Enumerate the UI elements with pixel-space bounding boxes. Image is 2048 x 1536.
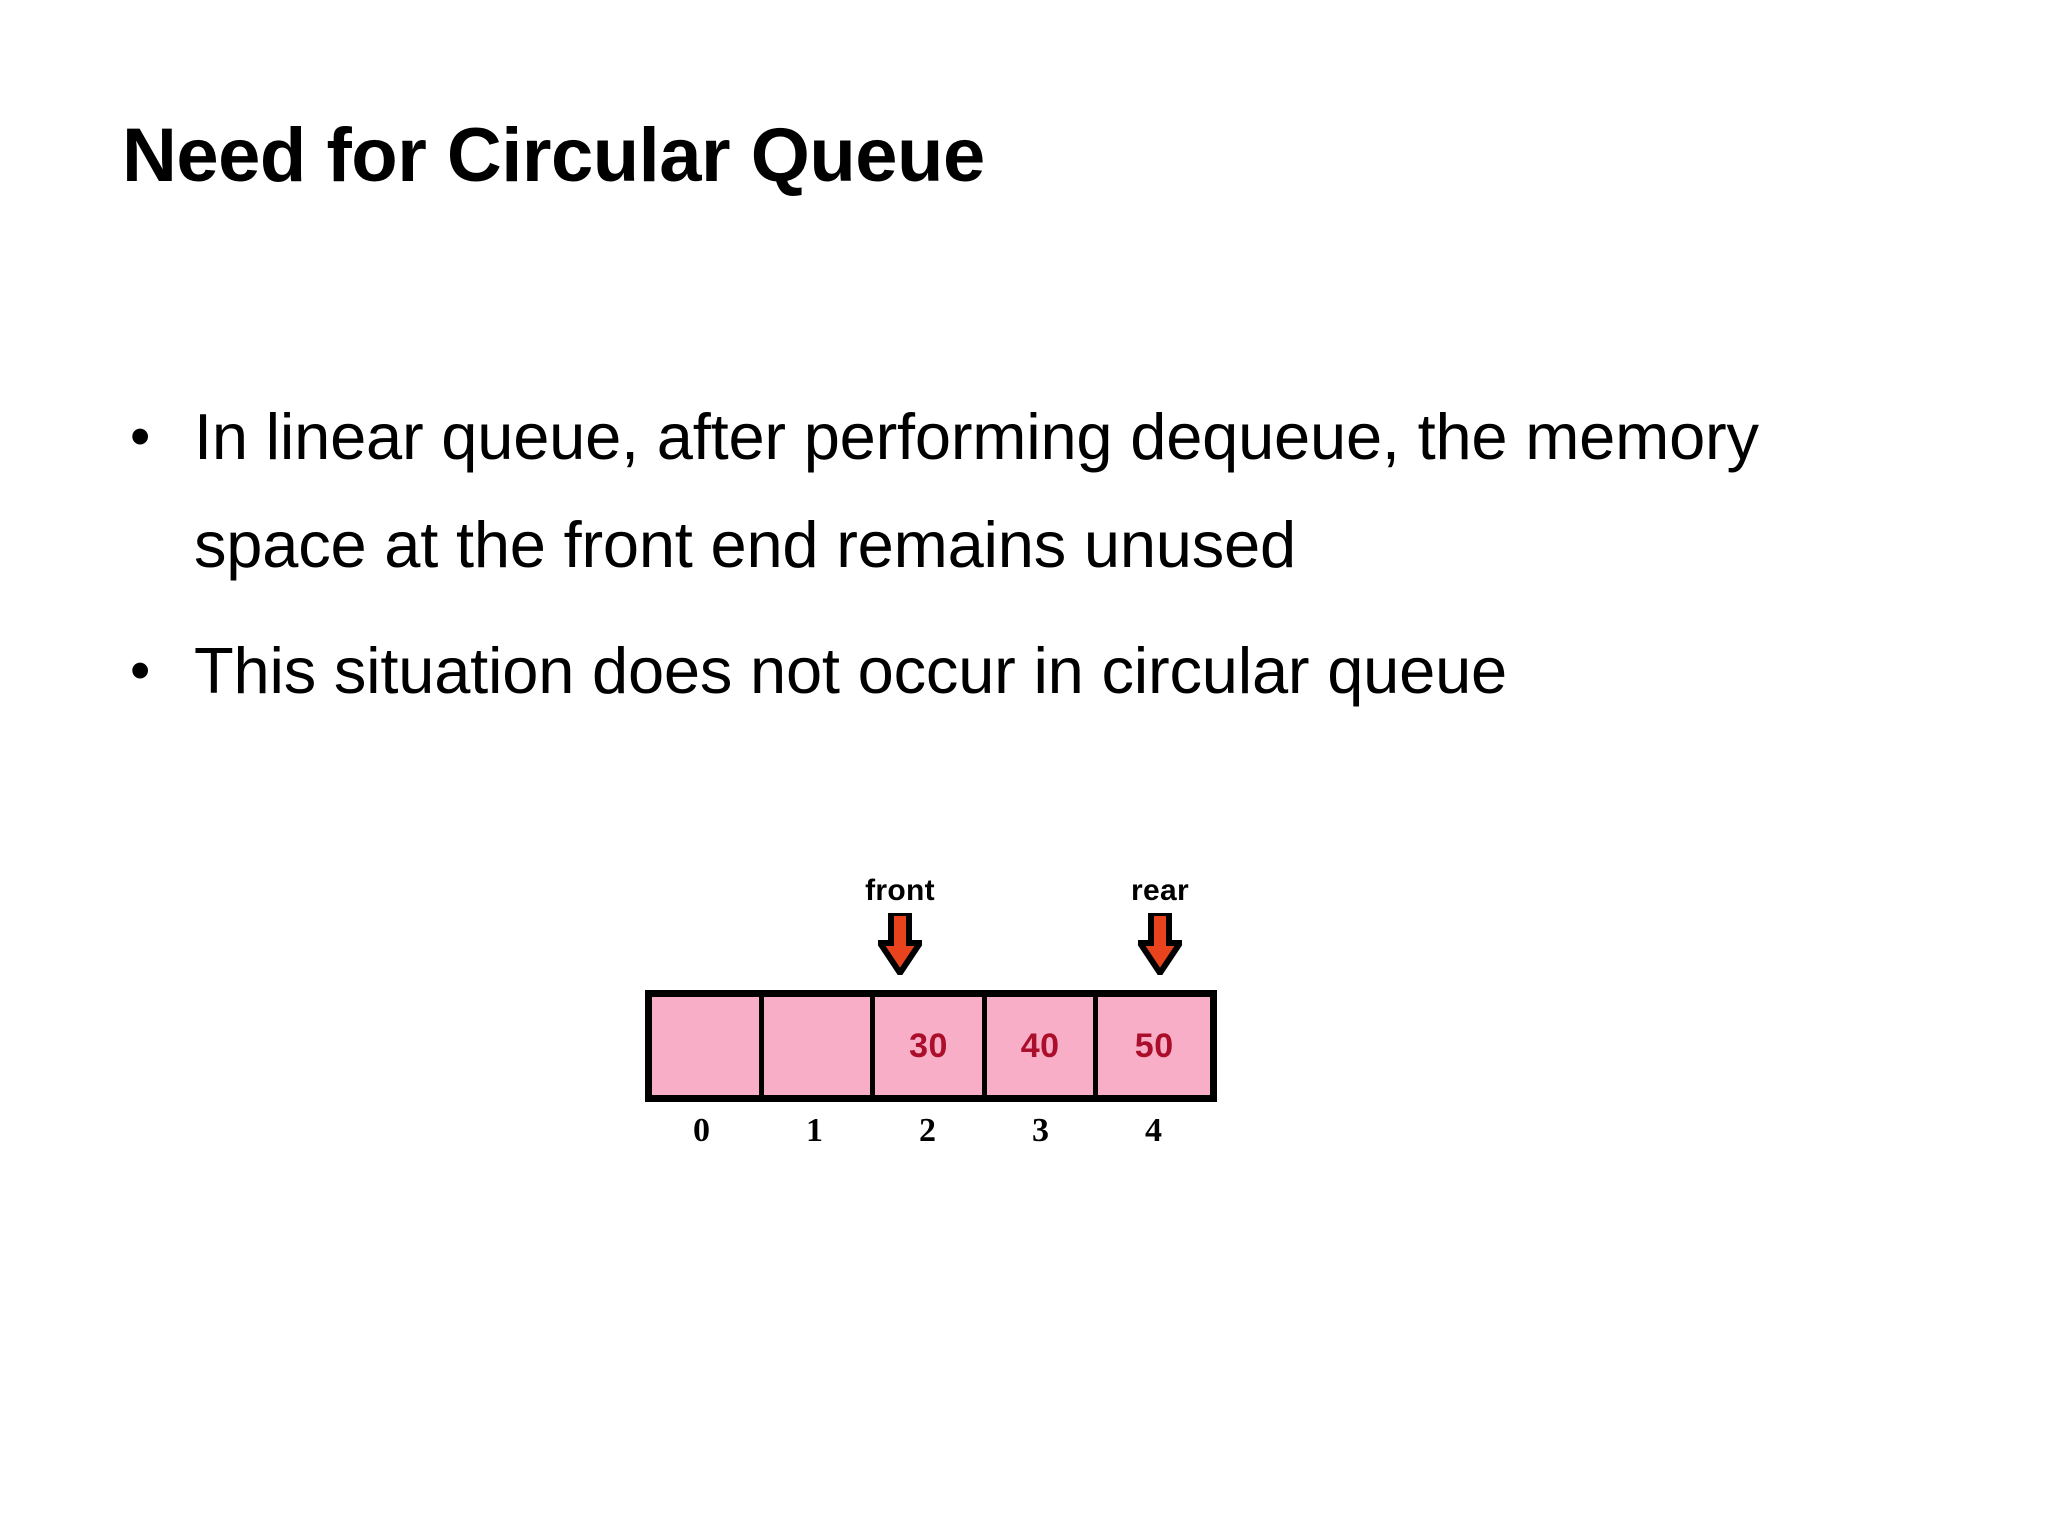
queue-index-3: 3 <box>1032 1112 1049 1149</box>
page-title: Need for Circular Queue <box>122 113 985 198</box>
queue-index-2: 2 <box>919 1112 936 1149</box>
down-arrow-icon <box>878 913 922 975</box>
queue-cell-0 <box>652 997 764 1095</box>
rear-pointer-label: rear <box>1131 874 1189 907</box>
queue-index-1: 1 <box>806 1112 823 1149</box>
queue-index-row: 0 1 2 3 4 <box>645 1112 1217 1150</box>
bullet-list: • In linear queue, after performing dequ… <box>118 383 1948 743</box>
queue-diagram: front rear 30 40 50 0 1 2 3 <box>645 875 1225 1150</box>
queue-cell-3: 40 <box>986 997 1099 1095</box>
bullet-point-icon: • <box>130 638 151 703</box>
list-item: • In linear queue, after performing dequ… <box>118 383 1948 599</box>
rear-pointer: rear <box>1100 875 1220 975</box>
bullet-point-icon: • <box>130 404 151 469</box>
pointer-row: front rear <box>645 875 1225 990</box>
queue-cell-4: 50 <box>1098 997 1210 1095</box>
queue-cells-row: 30 40 50 <box>645 990 1217 1102</box>
front-pointer-label: front <box>865 874 935 907</box>
queue-index-4: 4 <box>1145 1112 1162 1149</box>
queue-cell-2: 30 <box>875 997 987 1095</box>
queue-index-0: 0 <box>693 1112 710 1149</box>
bullet-text: In linear queue, after performing dequeu… <box>194 400 1759 581</box>
queue-cell-1 <box>763 997 876 1095</box>
list-item: • This situation does not occur in circu… <box>118 617 1948 725</box>
down-arrow-icon <box>1138 913 1182 975</box>
bullet-text: This situation does not occur in circula… <box>194 634 1507 707</box>
front-pointer: front <box>840 875 960 975</box>
